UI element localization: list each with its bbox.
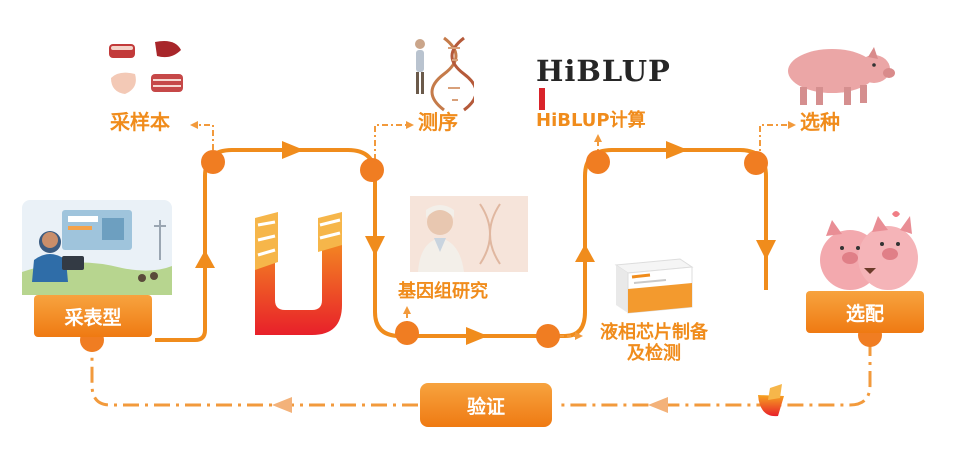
label-sequencing: 测序 bbox=[418, 110, 458, 134]
arrow-right-1 bbox=[282, 141, 304, 159]
connector-select-arrow bbox=[788, 121, 796, 129]
arrow-up-2 bbox=[575, 244, 595, 262]
connector-seq-arrow bbox=[406, 121, 414, 129]
arrow-down-2 bbox=[756, 240, 776, 260]
arrow-up-1 bbox=[195, 250, 215, 268]
label-hiblup-calc: HiBLUP计算 bbox=[536, 110, 646, 131]
label-chip-prep-line2: 及检测 bbox=[627, 342, 681, 364]
arrow-right-2 bbox=[466, 327, 488, 345]
farmer-tablet-icon bbox=[22, 200, 172, 295]
label-chip-prep-line1: 液相芯片制备 bbox=[600, 322, 708, 343]
return-arrow-1 bbox=[648, 397, 668, 413]
connector-chip-arrow bbox=[575, 332, 583, 340]
company-logo bbox=[255, 212, 342, 335]
chip-kit-box-icon bbox=[614, 258, 694, 314]
verify-box: 验证 bbox=[420, 383, 552, 427]
node-select bbox=[744, 151, 768, 175]
label-select: 选种 bbox=[800, 110, 840, 134]
node-genome bbox=[395, 321, 419, 345]
mating-pigs-icon bbox=[820, 211, 918, 290]
label-sample: 采样本 bbox=[110, 110, 170, 134]
node-seq bbox=[360, 158, 384, 182]
node-hiblup bbox=[586, 150, 610, 174]
hiblup-logo: HiBLUP bbox=[536, 54, 670, 110]
mating-box: 选配 bbox=[806, 291, 924, 333]
hiblup-logo-mark bbox=[539, 88, 545, 110]
connector-hiblup-arrow bbox=[594, 134, 602, 142]
label-genome-research: 基因组研究 bbox=[398, 281, 488, 302]
phenotype-box: 采表型 bbox=[34, 295, 152, 337]
return-arrow-2 bbox=[272, 397, 292, 413]
arrow-right-3 bbox=[666, 141, 688, 159]
connector-sample bbox=[196, 124, 214, 150]
hiblup-logo-text: HiBLUP bbox=[536, 54, 671, 88]
connector-genome-arrow bbox=[403, 306, 411, 314]
meat-samples-icon bbox=[109, 41, 183, 94]
scientist-icon bbox=[410, 196, 528, 272]
arrow-down-1 bbox=[365, 236, 385, 256]
pig-icon bbox=[788, 47, 895, 105]
node-chip bbox=[536, 324, 560, 348]
connector-sample-arrow bbox=[190, 121, 198, 129]
small-logo-icon bbox=[758, 384, 784, 417]
main-flow-path bbox=[155, 148, 768, 342]
dna-icon bbox=[415, 36, 474, 112]
connector-seq bbox=[374, 124, 408, 160]
return-dashed-path bbox=[90, 340, 872, 407]
label-chip-prep: 液相芯片制备 及检测 bbox=[584, 322, 724, 364]
node-sample bbox=[201, 150, 225, 174]
